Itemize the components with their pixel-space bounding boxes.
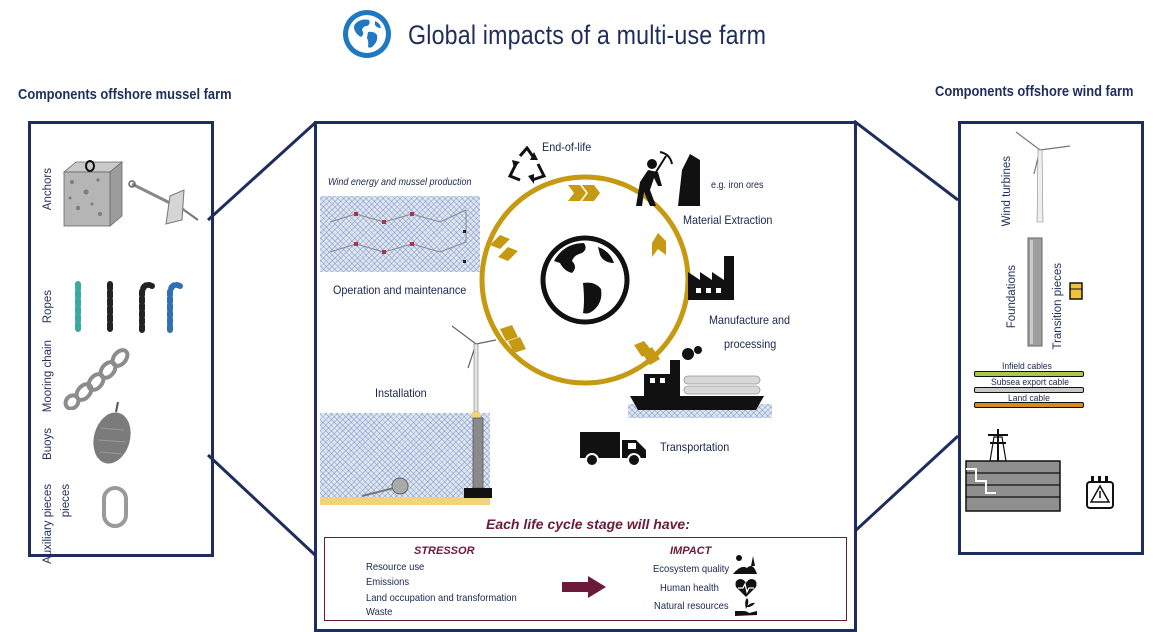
- impact-item: Ecosystem quality: [653, 563, 730, 575]
- chain-icon: [63, 348, 130, 410]
- ropes-label: Ropes: [42, 290, 54, 324]
- left-connector: [206, 121, 317, 557]
- transition-piece-icon: [1069, 282, 1083, 300]
- end-of-life-label: End-of-life: [542, 140, 592, 154]
- production-label: Wind energy and mussel production: [328, 177, 472, 188]
- export-cable: [974, 387, 1084, 393]
- concrete-block-icon: [62, 160, 124, 227]
- lifecycle-cycle: [479, 174, 691, 386]
- globe-icon: [343, 10, 391, 58]
- ship-icon: [630, 346, 764, 410]
- manufacture-label-2: processing: [724, 337, 777, 351]
- mooring-chain-label: Mooring chain: [42, 340, 54, 413]
- infield-cable: [974, 371, 1084, 377]
- substation-icon: [965, 429, 1061, 512]
- arrow-right-icon: [562, 576, 606, 598]
- wind-panel-title: Components offshore wind farm: [935, 83, 1134, 100]
- wind-turbine-icon: [1015, 131, 1071, 223]
- seabed: [320, 498, 490, 505]
- operation-label: Operation and maintenance: [333, 283, 467, 297]
- stressor-impact-box: [324, 537, 847, 621]
- infield-cable-label: Infield cables: [1002, 361, 1052, 372]
- miner-icon: [636, 151, 700, 206]
- extraction-note-label: e.g. iron ores: [711, 180, 764, 191]
- ecosystem-icon: [733, 555, 757, 574]
- land-cable: [974, 402, 1084, 408]
- heart-icon: [735, 579, 757, 597]
- impact-title: IMPACT: [670, 545, 712, 557]
- land-cable-label: Land cable: [1008, 393, 1050, 404]
- lifecycle-heading: Each life cycle stage will have:: [486, 516, 690, 532]
- stressor-item: Resource use: [366, 561, 425, 573]
- transportation-label: Transportation: [660, 440, 730, 454]
- earth-icon: [540, 235, 630, 325]
- truck-icon: [580, 432, 646, 467]
- material-extraction-label: Material Extraction: [683, 213, 773, 227]
- stressor-item: Emissions: [366, 576, 410, 588]
- transformer-icon: [1086, 476, 1114, 509]
- foundation-icon: [1027, 237, 1043, 347]
- foundations-label: Foundations: [1006, 265, 1018, 329]
- hand-plant-icon: [735, 598, 757, 616]
- stressor-title: STRESSOR: [414, 545, 475, 557]
- impact-item: Human health: [660, 582, 719, 594]
- buoys-label: Buoys: [42, 428, 54, 460]
- installation-label: Installation: [375, 386, 427, 400]
- auxiliary-label: Auxiliary pieces: [42, 484, 54, 564]
- auxiliary-label-2: pieces: [60, 484, 72, 518]
- buoy-icon: [93, 401, 131, 464]
- stressor-item: Land occupation and transformation: [366, 592, 517, 604]
- installation-anchor-icon: [361, 477, 409, 497]
- ropes-icon: [75, 281, 183, 333]
- impact-item: Natural resources: [654, 600, 729, 612]
- anchors-label: Anchors: [42, 168, 54, 211]
- export-cable-label: Subsea export cable: [991, 377, 1069, 388]
- right-connector: [852, 119, 960, 534]
- factory-icon: [688, 256, 734, 300]
- mussel-panel-title: Components offshore mussel farm: [18, 86, 232, 103]
- anchor-icon: [128, 180, 199, 225]
- monopile-turbine-icon: [451, 325, 497, 498]
- page-title: Global impacts of a multi-use farm: [408, 20, 767, 50]
- production-water: [320, 196, 480, 272]
- stressor-item: Waste: [366, 606, 393, 618]
- recycle-icon: [507, 146, 547, 184]
- manufacture-label-1: Manufacture and: [709, 313, 791, 327]
- transition-pieces-label: Transition pieces: [1052, 263, 1064, 350]
- carabiner-icon: [102, 486, 128, 528]
- mussel-lines-icon: [329, 209, 467, 263]
